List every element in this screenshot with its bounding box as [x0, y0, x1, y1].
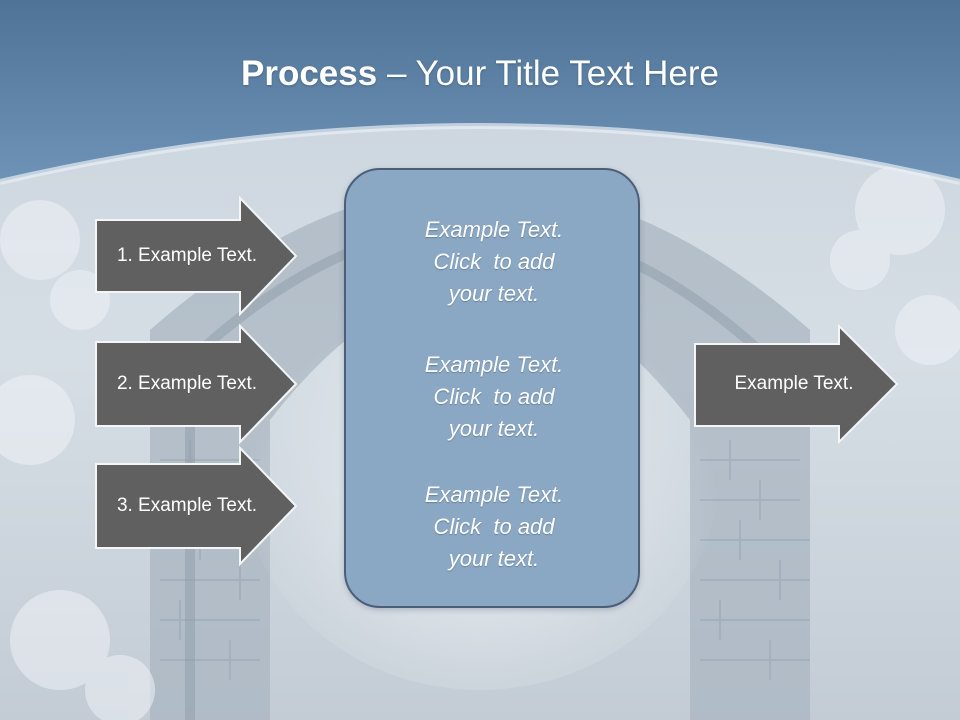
- arrow-shape-icon: [95, 445, 298, 567]
- step-arrow-2[interactable]: 2. Example Text.: [95, 323, 298, 445]
- step-arrow-3[interactable]: 3. Example Text.: [95, 445, 298, 567]
- block-line: your text.: [448, 546, 540, 571]
- block-line: Example Text.: [424, 217, 564, 242]
- output-arrow[interactable]: Example Text.: [694, 323, 899, 445]
- block-line: Click to add: [433, 249, 555, 274]
- arrow-shape-icon: [694, 323, 899, 445]
- block-line: Example Text.: [424, 352, 564, 377]
- title-rest: – Your Title Text Here: [377, 54, 719, 93]
- output-label: Example Text.: [734, 373, 854, 394]
- step-label: 2. Example Text.: [116, 373, 258, 394]
- block-line: Click to add: [433, 384, 555, 409]
- arrow-shape-icon: [95, 195, 298, 317]
- center-text-block-2: Example Text. Click to add your text.: [346, 349, 642, 445]
- block-line: your text.: [448, 416, 540, 441]
- center-text-block-1: Example Text. Click to add your text.: [346, 214, 642, 310]
- center-text-block-3: Example Text. Click to add your text.: [346, 479, 642, 575]
- page-title: Process – Your Title Text Here: [0, 52, 960, 96]
- center-text-box[interactable]: Example Text. Click to add your text. Ex…: [344, 168, 640, 608]
- step-label: 3. Example Text.: [116, 495, 258, 516]
- step-label: 1. Example Text.: [116, 245, 258, 266]
- title-bold: Process: [241, 54, 378, 93]
- block-line: your text.: [448, 281, 540, 306]
- arrow-shape-icon: [95, 323, 298, 445]
- block-line: Example Text.: [424, 482, 564, 507]
- block-line: Click to add: [433, 514, 555, 539]
- step-arrow-1[interactable]: 1. Example Text.: [95, 195, 298, 317]
